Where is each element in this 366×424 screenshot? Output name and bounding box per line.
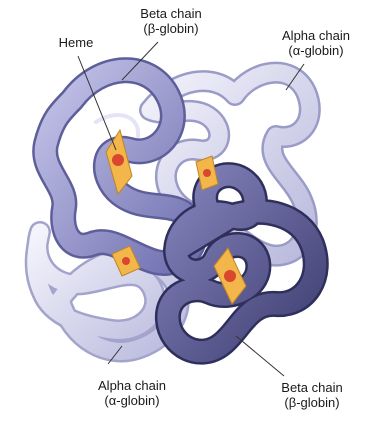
alpha-chain-top-name: Alpha chain	[268, 28, 364, 43]
beta-chain-top-label: Beta chain (β-globin)	[122, 6, 220, 36]
alpha-chain-top-label: Alpha chain (α-globin)	[268, 28, 364, 58]
beta-chain-bottom-label: Beta chain (β-globin)	[262, 380, 362, 410]
leader-beta-bottom	[236, 336, 284, 376]
beta-chain-top-name: Beta chain	[122, 6, 220, 21]
alpha-chain-bottom-name: Alpha chain	[82, 378, 182, 393]
beta-chain-bottom-name: Beta chain	[262, 380, 362, 395]
beta-chain-bottom-protein: (β-globin)	[262, 395, 362, 410]
heme-label: Heme	[48, 35, 104, 50]
alpha-chain-top-protein: (α-globin)	[268, 43, 364, 58]
beta-chain-top-protein: (β-globin)	[122, 21, 220, 36]
alpha-chain-bottom-label: Alpha chain (α-globin)	[82, 378, 182, 408]
alpha-chain-bottom-protein: (α-globin)	[82, 393, 182, 408]
